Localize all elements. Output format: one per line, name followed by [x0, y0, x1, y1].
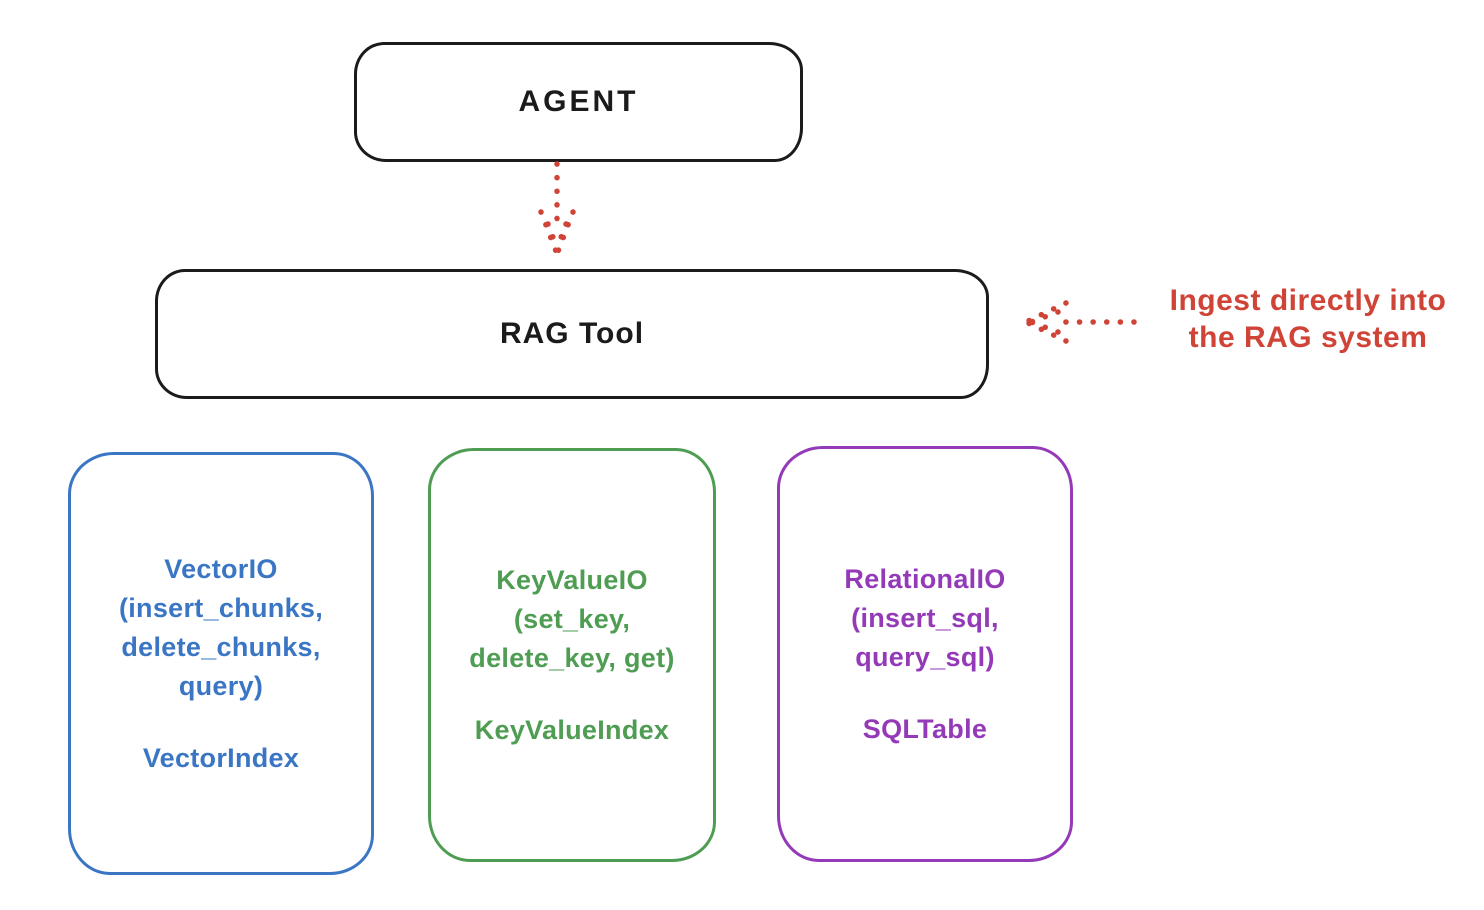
dotted-left-arrow-icon [1023, 300, 1137, 344]
rag-tool-node-label: RAG Tool [499, 317, 645, 350]
dotted-down-arrow-icon [538, 161, 576, 257]
vector-io-index-label: VectorIndex [142, 742, 300, 773]
relational-io-box-lines: RelationalIO(insert_sql,query_sql) [844, 563, 1006, 672]
ingest-annotation-line1: Ingest directly into [1169, 284, 1447, 317]
rag-tool-node: RAG Tool [155, 269, 989, 399]
agent-node: AGENT [354, 42, 803, 162]
keyvalue-io-index-label: KeyValueIndex [474, 714, 670, 745]
relational-io-index-label: SQLTable [862, 713, 988, 744]
keyvalue-io-box-lines: KeyValueIO(set_key,delete_key, get) [469, 564, 675, 673]
ingest-annotation: Ingest directly into the RAG system [1140, 282, 1476, 356]
ingest-annotation-line2: the RAG system [1188, 321, 1428, 354]
vector-io-box-lines: VectorIO(insert_chunks,delete_chunks,que… [118, 553, 324, 701]
vector-io-box: VectorIO(insert_chunks,delete_chunks,que… [68, 452, 374, 875]
agent-node-label: AGENT [518, 85, 639, 118]
relational-io-box: RelationalIO(insert_sql,query_sql) SQLTa… [777, 446, 1073, 862]
keyvalue-io-box: KeyValueIO(set_key,delete_key, get) KeyV… [428, 448, 716, 862]
